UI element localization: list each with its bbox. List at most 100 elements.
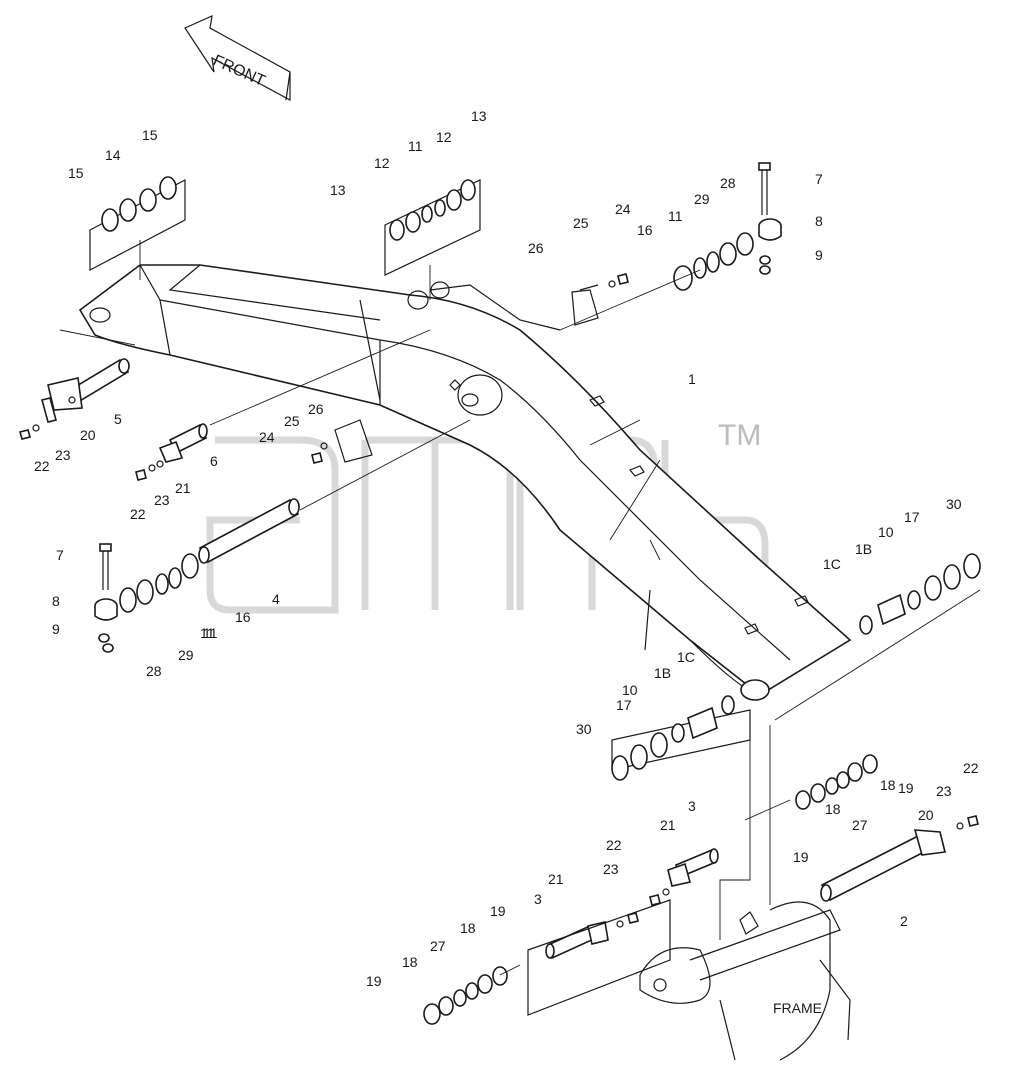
callout-label: 29 <box>694 191 710 207</box>
nuts-9-left <box>98 633 114 653</box>
callout-label: 11 <box>668 208 683 224</box>
washer-stack-lower-right <box>795 754 878 810</box>
callout-label: 15 <box>68 165 84 181</box>
callout-label: 22 <box>130 506 146 522</box>
callout-label: 18 <box>402 954 418 970</box>
watermark-tm: TM <box>718 419 761 452</box>
pin-3-lower <box>545 921 609 960</box>
callout-label: 18 <box>880 777 896 793</box>
pin-3-upper <box>667 848 719 887</box>
callout-label: 23 <box>55 447 71 463</box>
callout-label: 22 <box>963 760 979 776</box>
callout-label: 20 <box>80 427 96 443</box>
pin-6 <box>158 423 208 463</box>
callout-label: 7 <box>815 171 823 187</box>
callout-label: 14 <box>105 147 121 163</box>
pin-5 <box>47 358 130 411</box>
callout-label: 11 <box>200 625 215 641</box>
callout-label: 28 <box>720 175 736 191</box>
callout-label: 30 <box>576 721 592 737</box>
callout-label: 25 <box>284 413 300 429</box>
callout-label: 9 <box>815 247 823 263</box>
callout-label: 17 <box>904 509 920 525</box>
pin-2 <box>820 829 946 902</box>
pin-4 <box>198 498 300 564</box>
frame-label: FRAME <box>773 1000 822 1016</box>
boom-1 <box>78 264 852 701</box>
callout-label: 30 <box>946 496 962 512</box>
callout-label: 7 <box>56 547 64 563</box>
callout-label: 23 <box>936 783 952 799</box>
callout-label: 9 <box>52 621 60 637</box>
callout-label: 19 <box>898 780 914 796</box>
bracket-26-mid <box>334 419 373 463</box>
bolt-22-right <box>956 815 979 830</box>
callout-label: 5 <box>114 411 122 427</box>
washer-stack-lower-left <box>423 899 671 1025</box>
callout-label: 8 <box>815 213 823 229</box>
callout-label: 3 <box>534 891 542 907</box>
callout-label: 19 <box>366 973 382 989</box>
callout-label: 2 <box>900 913 908 929</box>
callout-label: 10 <box>878 524 894 540</box>
plate-20-left <box>41 397 57 423</box>
sleeve-8-right <box>758 218 782 241</box>
callout-label: 10 <box>622 682 638 698</box>
bolt-22-mid <box>135 460 164 481</box>
nuts-9-right <box>759 255 771 275</box>
callout-label: 24 <box>615 201 631 217</box>
callout-labels: 123345677889910101B1B1C1C111111111212131… <box>34 108 979 989</box>
callout-label: 12 <box>374 155 390 171</box>
washer-stack-top-right <box>673 232 754 291</box>
callout-label: 28 <box>146 663 162 679</box>
callout-label: 19 <box>793 849 809 865</box>
bolt-22-left <box>19 424 40 440</box>
washer-stack-left <box>119 553 199 613</box>
callout-label: 21 <box>548 871 564 887</box>
callout-label: 17 <box>616 697 632 713</box>
callout-label: 16 <box>637 222 653 238</box>
bushing-group-lower <box>611 695 751 781</box>
callout-label: 1C <box>823 556 841 572</box>
callout-label: 22 <box>34 458 50 474</box>
callout-label: 26 <box>308 401 324 417</box>
callout-label: 13 <box>330 182 346 198</box>
callout-label: 1 <box>688 371 696 387</box>
bolt-24-mid <box>311 442 328 464</box>
bushing-group-right <box>859 553 981 635</box>
callout-label: 1C <box>677 649 695 665</box>
bolt-22-lower <box>616 888 670 928</box>
callout-label: 8 <box>52 593 60 609</box>
callout-label: 22 <box>606 837 622 853</box>
callout-label: 25 <box>573 215 589 231</box>
callout-label: 29 <box>178 647 194 663</box>
bolt-7-right <box>758 162 771 215</box>
callout-label: 20 <box>918 807 934 823</box>
front-label: FRONT <box>210 52 267 90</box>
callout-label: 12 <box>436 129 452 145</box>
callout-label: 13 <box>471 108 487 124</box>
callout-label: 21 <box>175 480 191 496</box>
washer-stack-top-mid <box>384 179 481 276</box>
callout-label: 1B <box>855 541 872 557</box>
callout-label: 11 <box>203 625 218 641</box>
callout-label: 27 <box>430 938 446 954</box>
callout-label: 21 <box>660 817 676 833</box>
callout-label: 16 <box>235 609 251 625</box>
bolt-24-top <box>608 273 629 288</box>
callout-label: 1B <box>654 665 671 681</box>
sleeve-8-left <box>94 598 118 621</box>
leader-lines <box>59 240 981 976</box>
callout-label: 6 <box>210 453 218 469</box>
callout-label: 26 <box>528 240 544 256</box>
frame-outline <box>639 901 851 1061</box>
callout-label: 27 <box>852 817 868 833</box>
washer-stack-top-left <box>89 176 186 271</box>
callout-label: 4 <box>272 591 280 607</box>
callout-label: 15 <box>142 127 158 143</box>
callout-label: 18 <box>825 801 841 817</box>
front-arrow: FRONT <box>184 14 291 102</box>
callout-label: 11 <box>408 138 423 154</box>
